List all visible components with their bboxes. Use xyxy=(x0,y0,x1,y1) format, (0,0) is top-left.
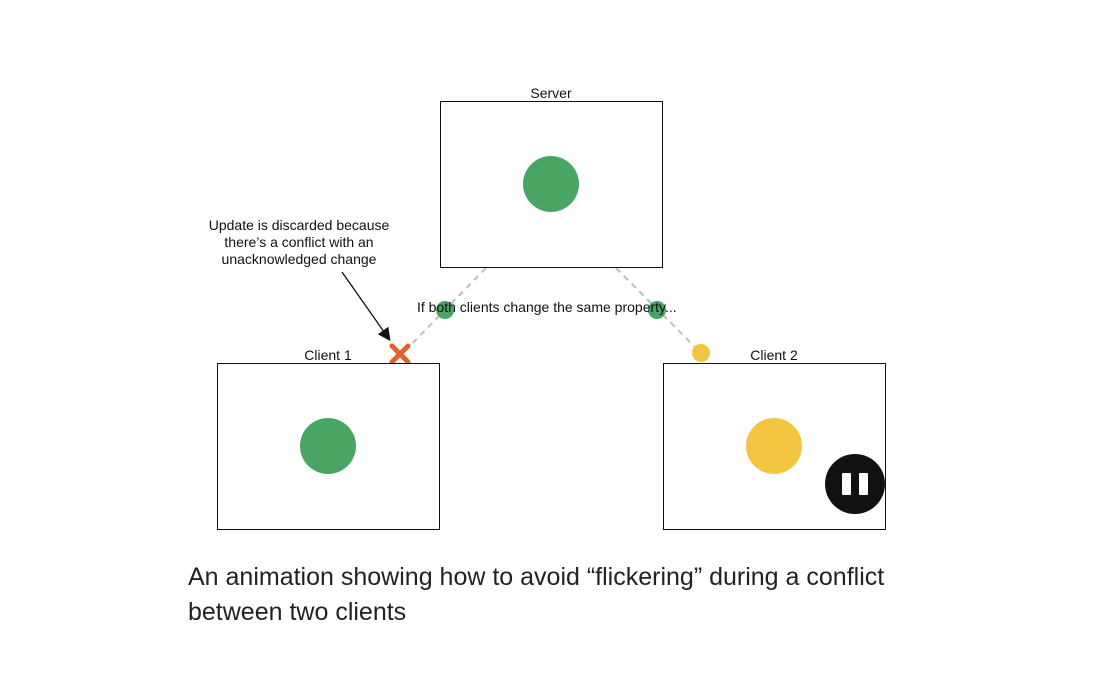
server-box xyxy=(440,101,663,268)
conflict-x-icon xyxy=(389,343,411,365)
connector-layer xyxy=(341,267,710,365)
client2-dot xyxy=(746,418,802,474)
server-dot xyxy=(523,156,579,212)
server-label: Server xyxy=(530,85,572,101)
client1-label: Client 1 xyxy=(304,347,352,363)
middle-caption: If both clients change the same property… xyxy=(417,299,677,315)
figure-caption: An animation showing how to avoid “flick… xyxy=(188,563,885,626)
client1-box xyxy=(217,363,440,530)
traveling-dot-yellow xyxy=(692,344,710,362)
client2-label: Client 2 xyxy=(750,347,798,363)
callout-arrow xyxy=(341,271,391,342)
dashed-line-server-client1 xyxy=(399,267,487,357)
conflict-callout: Update is discarded because there’s a co… xyxy=(208,217,390,267)
animation-diagram: Server Client 1 Client 2 Update is disca… xyxy=(208,85,886,530)
pause-button[interactable] xyxy=(825,454,885,514)
traveling-dot-left xyxy=(436,301,454,319)
client1-dot xyxy=(300,418,356,474)
traveling-dot-right xyxy=(648,301,666,319)
